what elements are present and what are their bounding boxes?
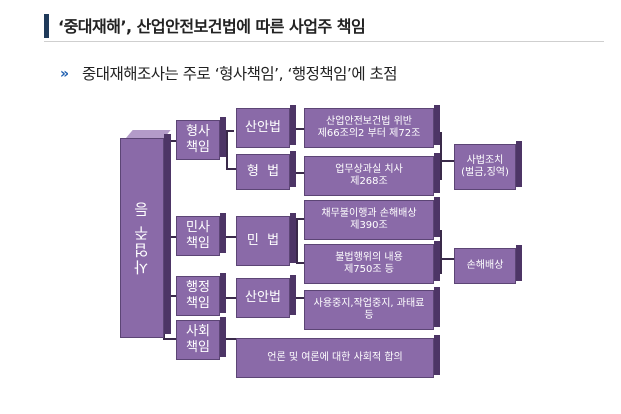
slide-subtitle: 중대재해조사는 주로 ‘형사책임’, ‘행정책임’에 초점 <box>82 65 398 83</box>
connector-outcome-trunk-2 <box>440 230 442 274</box>
connector-civil-tort <box>296 262 304 264</box>
law-label-admin-safety-act: 산안법 <box>236 278 290 318</box>
provision-block-negligent-homicide: 업무상과실 치사 제268조 <box>304 153 440 196</box>
outcome-block-damages: 손해배상 <box>454 245 522 284</box>
law-label-civil-act: 민 법 <box>236 216 290 266</box>
outcome-judicial-action: 사법조치 (벌금,징역) <box>454 144 516 190</box>
social-responsibility-label: 사회 책임 <box>176 320 220 360</box>
law-label-safety-act: 산안법 <box>236 108 290 148</box>
connector-civil-contract <box>290 218 304 220</box>
title-accent-bar <box>44 14 49 38</box>
connector-civil-law <box>220 236 236 238</box>
connector-outcome-trunk-1 <box>440 132 442 180</box>
slide-title: ‘중대재해’, 산업안전보건법에 따른 사업주 책임 <box>58 17 366 36</box>
provision-contract-breach: 채무불이행과 손해배상 제390조 <box>304 200 434 240</box>
connector-root-social <box>163 338 177 340</box>
provision-block-safety-violation: 산업안전보건법 위반 제66조의2 부터 제72조 <box>304 105 440 148</box>
law-block-safety-act: 산안법 <box>236 105 296 148</box>
civil-responsibility-label: 민사 책임 <box>176 216 220 256</box>
provision-tort: 불법행위의 내용 제750조 등 <box>304 244 434 284</box>
admin-responsibility-block: 행정 책임 <box>176 273 226 316</box>
connector-penal-provision <box>290 172 304 174</box>
connector-admin-provision <box>290 297 304 299</box>
connector-safety-provision <box>290 128 304 130</box>
outcome-damages: 손해배상 <box>454 248 516 284</box>
provision-block-work-stoppage: 사용중지,작업중지, 과태료 등 <box>304 287 440 330</box>
law-block-admin-safety-act: 산안법 <box>236 275 296 318</box>
root-block: 사업주 등 <box>120 130 171 338</box>
law-block-civil-act: 민 법 <box>236 213 296 266</box>
connector-to-judicial <box>440 160 454 162</box>
connector-admin-law <box>220 297 236 299</box>
connector-social-provision <box>220 338 236 340</box>
connector-criminal-penal <box>226 168 236 170</box>
connector-civil-trunk <box>296 218 298 264</box>
criminal-responsibility-block: 형사 책임 <box>176 117 226 160</box>
social-responsibility-block: 사회 책임 <box>176 317 226 360</box>
law-block-criminal-act: 형 법 <box>236 151 296 190</box>
criminal-responsibility-label: 형사 책임 <box>176 120 220 160</box>
civil-responsibility-block: 민사 책임 <box>176 213 226 256</box>
provision-safety-violation: 산업안전보건법 위반 제66조의2 부터 제72조 <box>304 108 434 148</box>
provision-negligent-homicide: 업무상과실 치사 제268조 <box>304 156 434 196</box>
provision-block-social-consensus: 언론 및 여론에 대한 사회적 합의 <box>236 335 440 378</box>
provision-social-consensus: 언론 및 여론에 대한 사회적 합의 <box>236 338 434 378</box>
provision-work-stoppage: 사용중지,작업중지, 과태료 등 <box>304 290 434 330</box>
provision-block-tort: 불법행위의 내용 제750조 등 <box>304 241 440 284</box>
admin-responsibility-label: 행정 책임 <box>176 276 220 316</box>
outcome-block-judicial-action: 사법조치 (벌금,징역) <box>454 141 522 190</box>
law-label-criminal-act: 형 법 <box>236 154 290 190</box>
root-label: 사업주 등 <box>120 138 164 338</box>
double-chevron-icon: » <box>60 66 70 82</box>
connector-criminal-trunk <box>226 130 228 170</box>
connector-to-damages <box>440 258 454 260</box>
provision-block-contract-breach: 채무불이행과 손해배상 제390조 <box>304 197 440 240</box>
title-divider <box>44 41 604 42</box>
